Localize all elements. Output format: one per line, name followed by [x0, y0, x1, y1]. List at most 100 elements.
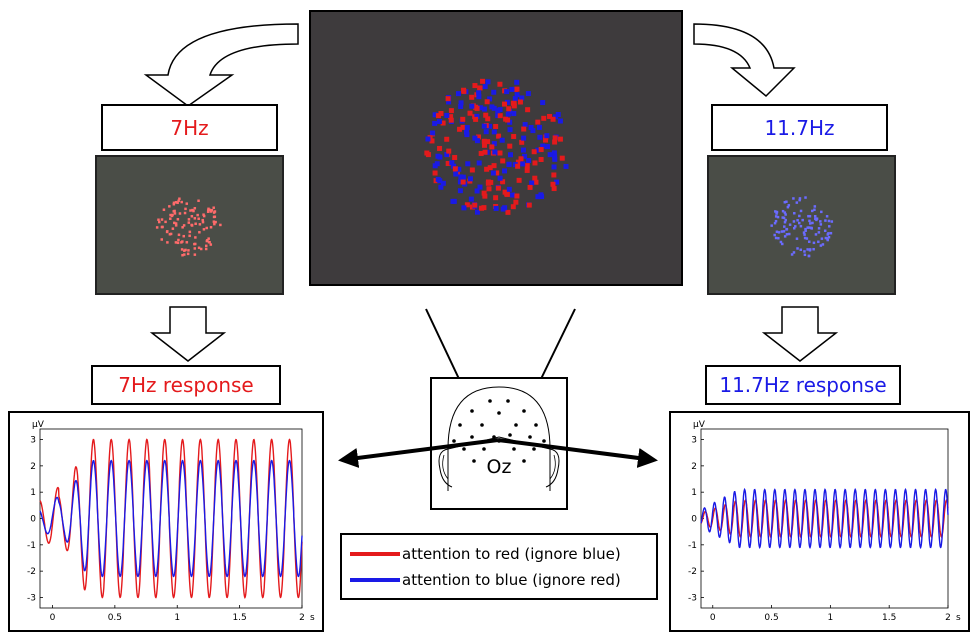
- electrode: [470, 409, 474, 413]
- stimulus-dot: [485, 116, 491, 122]
- electrode: [472, 459, 476, 463]
- stimulus-dot: [448, 108, 454, 114]
- y-tick-label: 1: [691, 488, 697, 498]
- stimulus-dot: [827, 235, 831, 239]
- y-tick-label: -1: [688, 541, 697, 551]
- stimulus-dot: [531, 149, 537, 155]
- x-axis-label: s: [310, 613, 315, 623]
- stimulus-dot: [482, 149, 488, 155]
- stimulus-dot: [520, 161, 526, 167]
- stimulus-dot: [792, 197, 795, 200]
- stimulus-dot: [169, 217, 172, 220]
- stimulus-dot: [458, 100, 464, 106]
- stimulus-dot: [174, 241, 178, 244]
- x-tick-label: 2: [299, 613, 305, 623]
- stimulus-dot: [457, 126, 463, 132]
- y-tick-label: -3: [27, 593, 36, 603]
- stimulus-dot: [493, 123, 499, 129]
- stimulus-dot: [552, 156, 558, 162]
- stimulus-dot: [193, 242, 196, 246]
- stimulus-dot: [469, 103, 475, 109]
- x-tick-label: 0.5: [108, 613, 122, 623]
- stimulus-dot: [511, 100, 517, 106]
- stimulus-dot: [557, 136, 563, 142]
- stimulus-dot: [472, 83, 478, 89]
- stimulus-dot: [811, 221, 814, 225]
- stimulus-dot: [807, 226, 811, 229]
- stimulus-dot: [823, 229, 827, 233]
- stimulus-dot: [169, 232, 173, 236]
- y-axis-label: µV: [693, 420, 706, 430]
- stimulus-dot: [804, 196, 807, 199]
- stimulus-dot: [208, 208, 212, 212]
- stimulus-dot: [484, 99, 490, 105]
- stimulus-dot: [186, 252, 190, 256]
- stimulus-dot: [182, 234, 186, 238]
- stimulus-dot: [448, 117, 454, 123]
- x-tick-label: 0: [710, 613, 716, 623]
- stimulus-dot: [522, 122, 528, 128]
- y-tick-label: 0: [30, 515, 36, 525]
- x-tick-label: 1.5: [882, 613, 896, 623]
- stimulus-dot: [808, 215, 812, 218]
- stimulus-dot: [824, 236, 828, 240]
- stimulus-dot: [497, 107, 503, 113]
- stimulus-dot: [809, 222, 812, 225]
- stimulus-dot: [481, 190, 487, 196]
- stimulus-dot: [795, 201, 799, 204]
- stimulus-dot: [445, 96, 451, 102]
- stimulus-dot: [807, 254, 811, 258]
- right-stimulus-screen: [707, 155, 896, 295]
- stimulus-dot: [827, 219, 831, 223]
- stimulus-dot: [773, 221, 777, 225]
- stimulus-dot: [161, 225, 164, 229]
- stimulus-dot: [472, 135, 478, 141]
- y-tick-label: -2: [688, 567, 697, 577]
- x-tick-label: 2: [945, 613, 951, 623]
- stimulus-dot: [432, 120, 438, 126]
- stimulus-dot: [460, 116, 466, 122]
- stimulus-dot: [198, 223, 202, 226]
- stimulus-dot: [821, 243, 825, 246]
- electrode: [497, 411, 501, 415]
- stimulus-dot: [551, 186, 557, 192]
- stimulus-dot: [493, 195, 499, 201]
- stimulus-dot: [469, 167, 475, 173]
- stimulus-dot: [796, 247, 799, 250]
- stimulus-dot: [777, 231, 781, 234]
- stimulus-dot: [187, 221, 191, 224]
- y-tick-label: 3: [691, 436, 697, 446]
- stimulus-dot: [497, 150, 503, 156]
- stimulus-dot: [774, 215, 778, 218]
- stimulus-dot: [197, 199, 200, 203]
- stimulus-dot: [545, 144, 551, 150]
- stimulus-dot: [810, 227, 813, 230]
- stimulus-dot: [487, 123, 493, 129]
- stimulus-dot: [784, 218, 787, 222]
- stimulus-dot: [784, 213, 787, 216]
- stimulus-dot: [517, 99, 523, 105]
- left-response-label: 7Hz response: [91, 365, 281, 405]
- stimulus-dot: [202, 214, 206, 218]
- stimulus-dot: [775, 212, 778, 215]
- stimulus-dot: [194, 236, 197, 239]
- stimulus-dot: [520, 147, 526, 153]
- stimulus-dot: [547, 113, 553, 119]
- stimulus-dot: [196, 213, 199, 217]
- stimulus-dot: [212, 206, 215, 209]
- stimulus-dot: [507, 127, 513, 133]
- electrode: [482, 447, 486, 451]
- stimulus-dot: [819, 220, 822, 223]
- stimulus-dot: [555, 112, 561, 118]
- stimulus-dot: [440, 180, 446, 186]
- stimulus-dot: [802, 231, 806, 234]
- stimulus-dot: [504, 89, 510, 95]
- stimulus-dot: [825, 215, 829, 218]
- electrode: [512, 447, 516, 451]
- stimulus-dot: [198, 231, 201, 234]
- electrode: [462, 447, 466, 451]
- stimulus-dot: [197, 217, 200, 220]
- stimulus-dot: [563, 163, 569, 169]
- legend-swatch-red: [350, 552, 400, 556]
